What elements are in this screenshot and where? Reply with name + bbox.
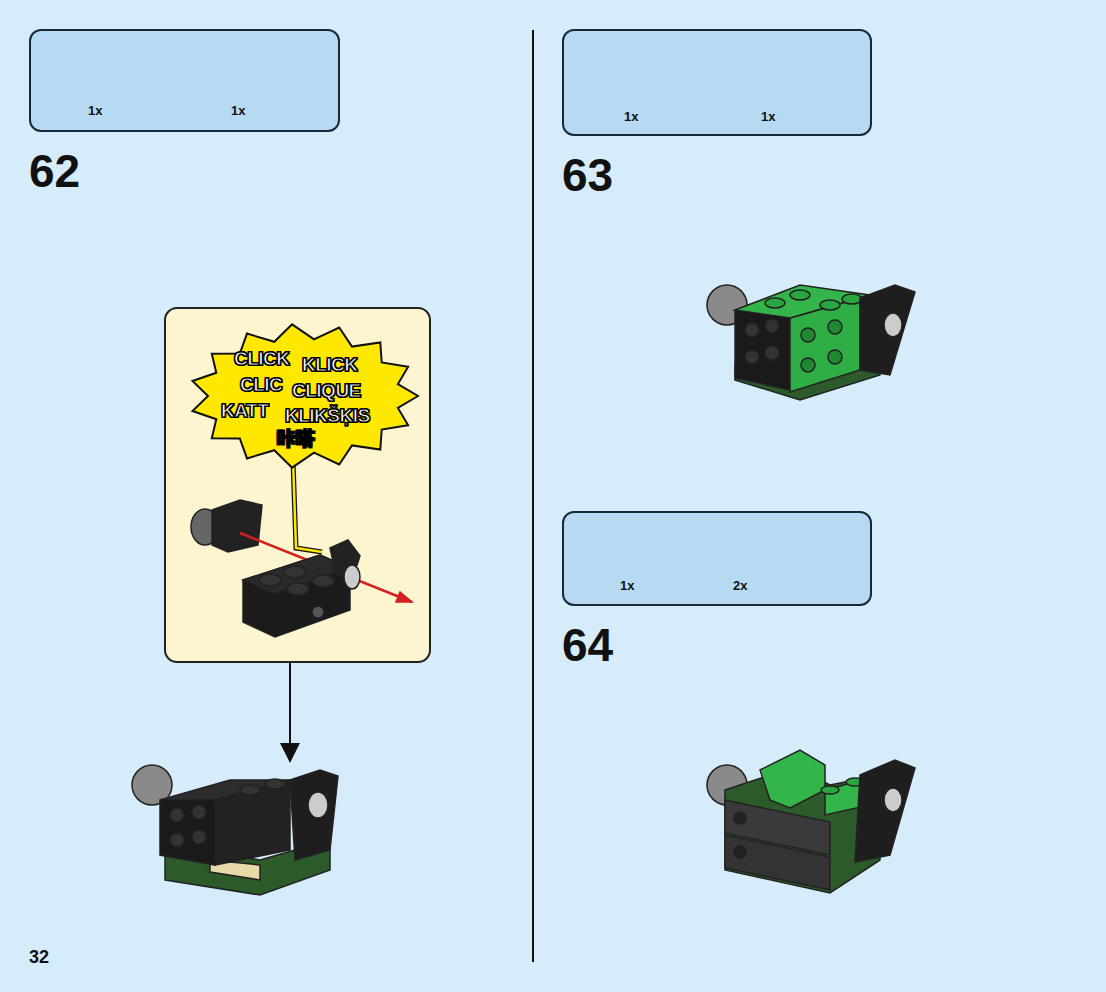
quantity: 1x bbox=[620, 579, 634, 592]
assembly-63 bbox=[707, 285, 915, 400]
sound-word: CLIQUE bbox=[292, 381, 361, 400]
quantity: 2x bbox=[733, 579, 747, 592]
sound-word: KATT bbox=[221, 401, 268, 420]
sound-word: KLIKŠĶIS bbox=[285, 406, 370, 425]
quantity: 1x bbox=[761, 110, 775, 123]
quantity: 1x bbox=[88, 104, 102, 117]
parts-box: 1x 1x bbox=[562, 29, 872, 136]
leader bbox=[293, 460, 322, 552]
step-number: 64 bbox=[562, 622, 613, 668]
assembly-62 bbox=[132, 765, 338, 895]
divider bbox=[532, 30, 534, 962]
step-arrow bbox=[289, 662, 291, 745]
step-number: 62 bbox=[29, 148, 80, 194]
parts-box: 1x 2x bbox=[562, 511, 872, 606]
sound-word: 咔嗒 bbox=[277, 429, 314, 448]
quantity: 1x bbox=[624, 110, 638, 123]
quantity: 1x bbox=[231, 104, 245, 117]
sound-word: CLICK bbox=[234, 349, 290, 368]
callout-panel bbox=[165, 308, 430, 662]
step-number: 63 bbox=[562, 152, 613, 198]
sound-word: KLICK bbox=[302, 355, 358, 374]
arrowhead bbox=[280, 743, 300, 763]
click-burst: CLICK KLICK CLIC CLIQUE KATT KLIKŠĶIS 咔嗒 bbox=[188, 322, 420, 470]
page-number: 32 bbox=[29, 948, 49, 966]
click-detail bbox=[191, 500, 412, 637]
leader bbox=[293, 460, 322, 552]
parts-box: 1x 1x bbox=[29, 29, 340, 132]
assembly-64 bbox=[707, 750, 915, 893]
burst-outline bbox=[193, 324, 419, 467]
sound-word: CLIC bbox=[240, 375, 282, 394]
